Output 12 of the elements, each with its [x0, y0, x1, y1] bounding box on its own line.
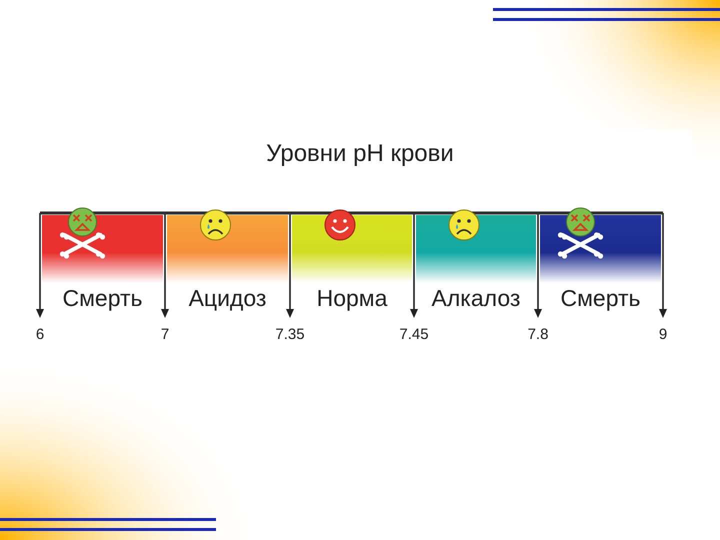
- chart-title: Уровни pH крови: [265, 140, 455, 168]
- tick-value: 6: [36, 326, 44, 343]
- zone-label: Смерть: [61, 285, 144, 312]
- tick-value: 7.35: [275, 326, 305, 343]
- tick-value: 7.45: [399, 326, 429, 343]
- zone-label: Алкалоз: [430, 285, 522, 312]
- tick-value: 9: [658, 326, 668, 343]
- zone-label: Ацидоз: [188, 285, 268, 312]
- zone-label: Смерть: [559, 285, 642, 312]
- zone-label: Норма: [316, 285, 388, 312]
- tick-value: 7.8: [528, 326, 548, 343]
- tick-value: 7: [160, 326, 170, 343]
